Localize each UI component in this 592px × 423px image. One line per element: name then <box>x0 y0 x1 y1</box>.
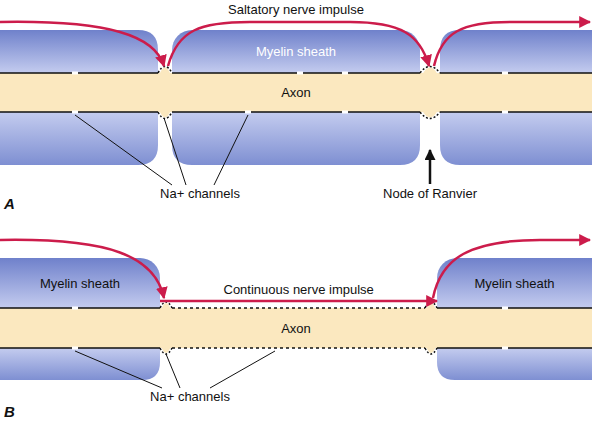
leader-line <box>75 115 172 185</box>
axon-band: Axon <box>0 73 592 112</box>
myelin-segment <box>440 30 592 73</box>
channel-tick <box>72 111 78 114</box>
myelin-segment <box>437 348 592 380</box>
edge-label: Continuous nerve impulse <box>224 282 374 297</box>
channel-tick <box>502 111 508 114</box>
channel-tick <box>297 72 303 75</box>
leader-line <box>210 351 275 388</box>
leader-line <box>166 354 180 388</box>
myelin-segment <box>0 348 160 380</box>
node-text: Axon <box>281 85 311 100</box>
channel-tick <box>342 72 348 75</box>
membrane-line <box>0 347 592 348</box>
impulse-arrow <box>160 300 437 303</box>
panel-letter: B <box>4 404 34 419</box>
part-label: Na+ channels <box>140 186 260 201</box>
node-text: Myelin sheath <box>474 276 554 291</box>
myelin-sheath: Myelin sheath <box>437 258 592 308</box>
node-outline <box>158 112 172 119</box>
myelin-sheath: Myelin sheath <box>0 258 160 308</box>
impulse-arrow <box>168 22 429 66</box>
node-membrane <box>160 302 437 354</box>
impulse-arcs <box>0 22 590 66</box>
membrane-line <box>0 72 592 73</box>
node-text: Myelin sheath <box>256 44 336 59</box>
myelin-segment <box>0 30 158 73</box>
node-text: Myelin sheath <box>40 276 120 291</box>
myelin-segment <box>440 112 592 165</box>
channel-tick <box>72 72 78 75</box>
node-text: Axon <box>281 321 311 336</box>
leader-line <box>214 115 248 185</box>
node-outline <box>160 302 172 308</box>
node-membrane <box>158 67 440 119</box>
node-outline <box>420 67 440 74</box>
impulse-arcs <box>0 240 590 298</box>
leader-line <box>75 351 162 388</box>
channel-tick <box>72 307 78 310</box>
demyelinated-membrane <box>172 308 425 348</box>
impulse-arrow <box>434 22 590 66</box>
leader-lines <box>75 115 275 388</box>
channel-ticks <box>72 72 508 350</box>
pointer-arrow <box>429 150 432 184</box>
leader-line <box>164 118 186 185</box>
membrane-line <box>172 307 425 309</box>
channel-tick <box>502 347 508 350</box>
node-outline <box>425 348 437 354</box>
impulse-arrow <box>433 240 590 298</box>
impulse-arrow <box>0 240 164 298</box>
axon-membrane <box>0 73 592 112</box>
channel-tick <box>72 347 78 350</box>
node-outline <box>158 67 172 74</box>
membrane-line <box>0 111 592 112</box>
myelin-segment <box>172 112 420 165</box>
axon-membrane <box>0 308 592 348</box>
channel-tick <box>502 72 508 75</box>
part-label: Na+ channels <box>130 389 250 404</box>
channel-tick <box>342 111 348 114</box>
myelin-segment <box>0 112 158 165</box>
impulse-arrow <box>0 22 164 66</box>
membrane-line <box>172 347 425 349</box>
part-label: Node of Ranvier <box>375 186 485 201</box>
channel-tick <box>245 111 251 114</box>
node-outline <box>425 302 437 308</box>
node-outline <box>420 112 440 119</box>
panel-letter: A <box>4 196 34 211</box>
axon-band: Axon <box>0 308 592 348</box>
myelin-sheath: Myelin sheath <box>172 30 420 73</box>
node-outline <box>160 348 172 354</box>
channel-tick <box>502 307 508 310</box>
impulse-label: Saltatory nerve impulse <box>0 2 592 17</box>
membrane-line <box>0 307 592 308</box>
